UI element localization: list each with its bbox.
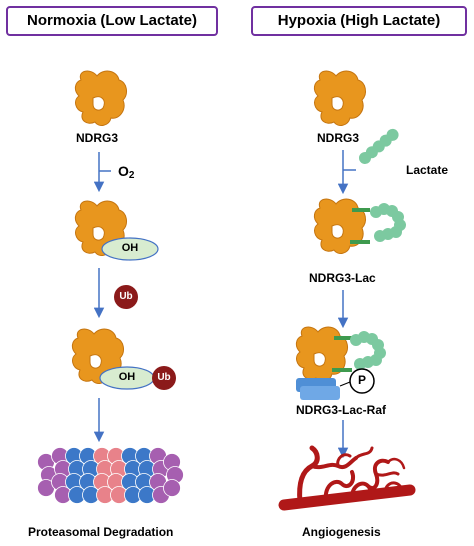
- lactate-molecule: [359, 128, 399, 164]
- oxygen-symbol: O: [118, 163, 129, 179]
- normoxia-header: Normoxia (Low Lactate): [6, 6, 218, 36]
- angiogenesis-vessel: [278, 445, 416, 511]
- ubiquitin-label: Ub: [119, 291, 133, 302]
- ndrg3-lac-raf-label: NDRG3-Lac-Raf: [296, 403, 387, 417]
- ndrg3-lac-complex: [313, 198, 406, 254]
- hydroxyl-label-2: OH: [118, 371, 136, 383]
- angiogenesis-label: Angiogenesis: [302, 525, 381, 539]
- ubiquitin-circle-2: [152, 366, 176, 390]
- left-ndrg3-label: NDRG3: [76, 131, 119, 145]
- ubiquitin-label-2: Ub: [157, 372, 171, 383]
- right-ndrg3-label: NDRG3: [317, 131, 360, 145]
- phosphate-circle: [349, 368, 375, 394]
- hydroxyl-ellipse: [101, 237, 159, 261]
- ndrg3-lac-label: NDRG3-Lac: [309, 271, 376, 285]
- lactate-label: Lactate: [406, 163, 449, 177]
- proteasome-graphic: [37, 447, 184, 504]
- hypoxia-header: Hypoxia (High Lactate): [251, 6, 467, 36]
- ndrg3-lac-raf-complex: [295, 326, 386, 400]
- proteasomal-degradation-label: Proteasomal Degradation: [28, 525, 174, 539]
- right-protein-1: [313, 70, 366, 126]
- oxygen-label: O2: [118, 163, 134, 181]
- proteasome-subunit: [163, 479, 181, 497]
- ubiquitin-circle: [114, 285, 138, 309]
- left-protein-1: [74, 70, 127, 126]
- hydroxyl-label: OH: [121, 242, 139, 254]
- oxygen-subscript: 2: [128, 170, 135, 181]
- phosphate-label: P: [357, 373, 366, 387]
